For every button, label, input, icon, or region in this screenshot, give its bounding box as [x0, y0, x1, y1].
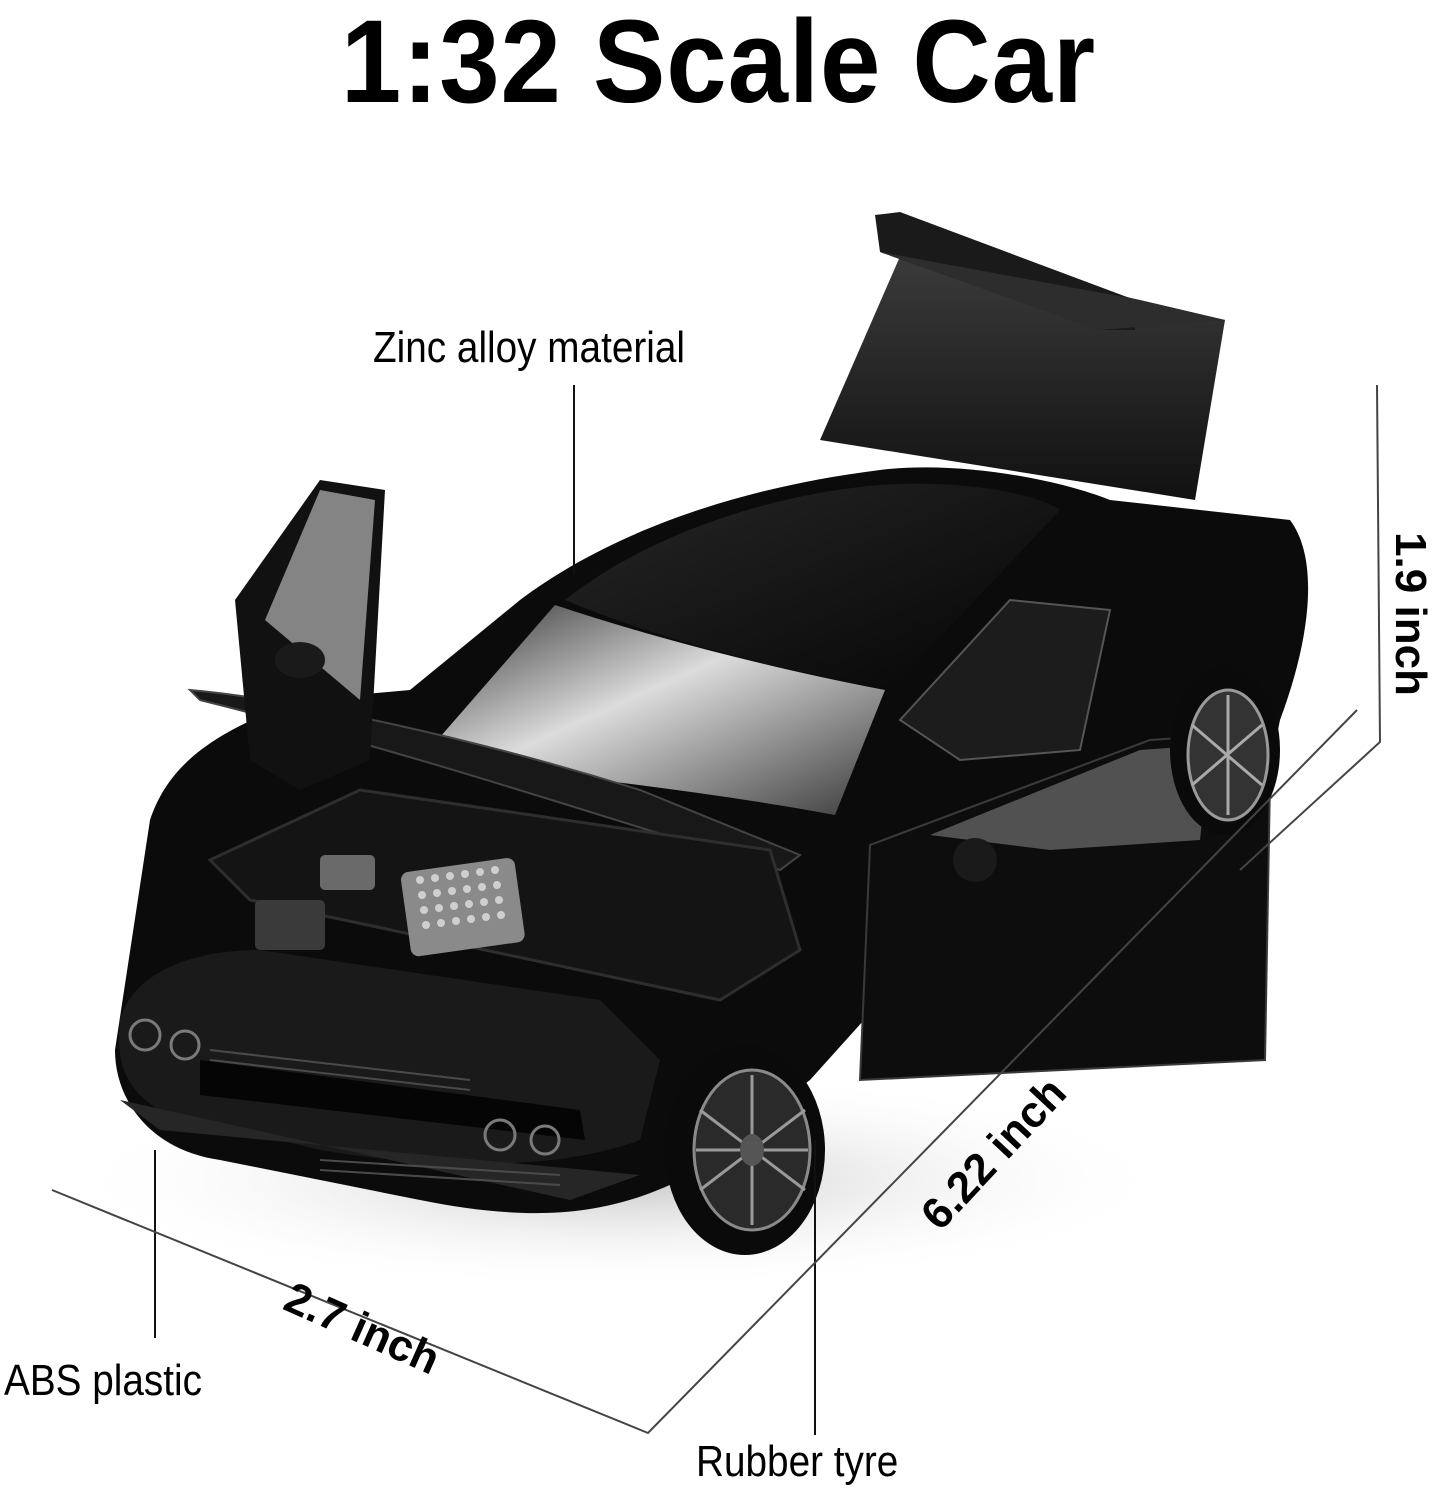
- rear-wheel: [1170, 665, 1280, 835]
- dimension-height: 1.9 inch: [1385, 532, 1435, 696]
- rear-spoiler: [820, 212, 1225, 500]
- car-body: [115, 467, 1309, 1255]
- front-wheel: [665, 1045, 825, 1255]
- callout-rubber-tyre: Rubber tyre: [696, 1437, 899, 1486]
- page-title: 1:32 Scale Car: [340, 0, 1097, 128]
- callout-zinc-alloy: Zinc alloy material: [373, 323, 686, 372]
- height-dimension-line: [1239, 384, 1382, 871]
- engine: [255, 855, 525, 957]
- callout-lines: [154, 385, 816, 1435]
- dimension-lines: [51, 384, 1382, 1435]
- width-length-dimension-line: [51, 709, 1358, 1435]
- callout-abs-plastic: ABS plastic: [4, 1356, 202, 1405]
- headlights: [128, 1018, 561, 1156]
